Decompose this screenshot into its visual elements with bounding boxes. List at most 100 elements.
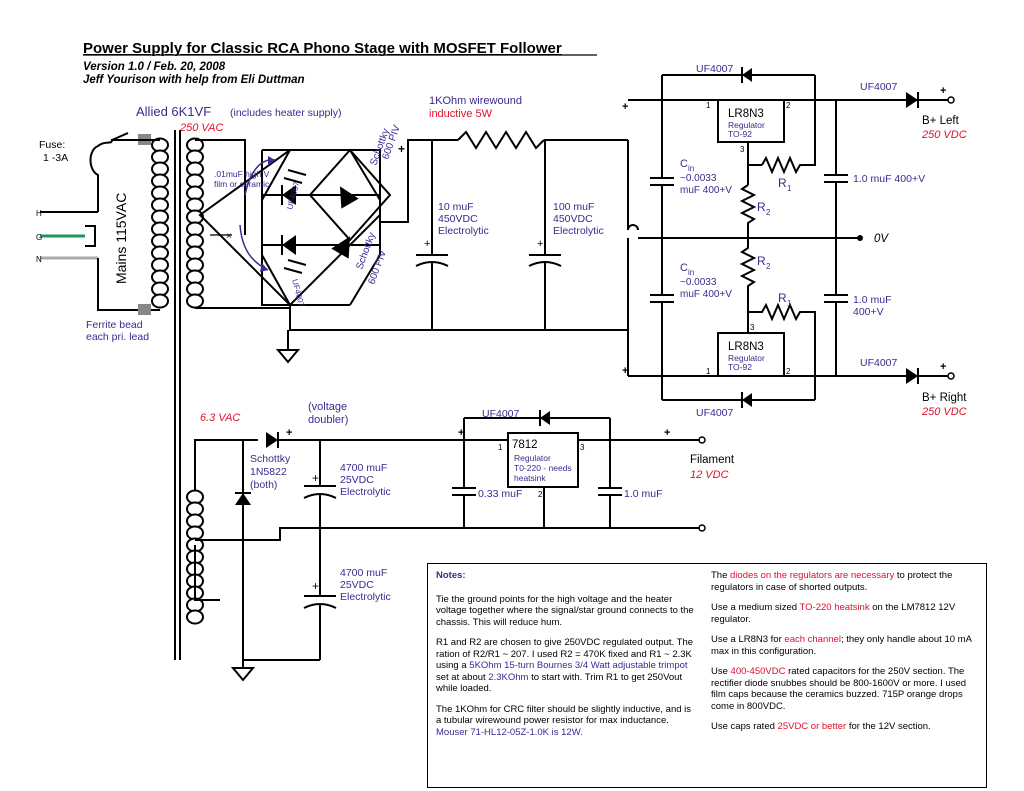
notes-heading: Notes: (436, 570, 466, 581)
crc-resistor-rating: inductive 5W (429, 108, 493, 120)
b-plus-right-voltage: 250 VDC (921, 406, 967, 418)
filament-uf-label: UF4007 (482, 408, 520, 420)
doubler-schottky-label: Schottky (250, 453, 291, 465)
svg-text:3: 3 (750, 323, 755, 332)
lower-regulator-name: LR8N3 (728, 341, 764, 353)
svg-text:×: × (226, 231, 232, 242)
doubler-note-2: doubler) (308, 414, 348, 426)
note-crc: The 1KOhm for CRC filter should be sligh… (436, 703, 692, 738)
hv-ac-label: 250 VAC (179, 122, 223, 134)
ferrite-note-2: each pri. lead (86, 331, 149, 343)
notes-box: Notes: Tie the ground points for the hig… (427, 563, 987, 788)
snubber-cap-top (283, 169, 307, 184)
upper-regulator-package: TO-92 (728, 129, 752, 139)
svg-text:2: 2 (538, 490, 543, 499)
doubler-note-1: (voltage (308, 401, 347, 413)
svg-text:+: + (312, 471, 319, 485)
lower-output-cap-rating: 400+V (853, 306, 884, 318)
author-text: Jeff Yourison with help from Eli Duttman (83, 74, 305, 86)
svg-text:+: + (664, 427, 670, 439)
doubler-cap2-value: 4700 muF (340, 567, 387, 579)
bridge-uf-bottom-label: UF4007 (290, 278, 306, 308)
lower-cin-rating: muF 400+V (680, 289, 732, 300)
doubler-cap2-type: Electrolytic (340, 591, 391, 603)
filament-output-voltage: 12 VDC (690, 469, 729, 481)
7812-heatsink: heatsink (514, 473, 546, 483)
svg-text:3: 3 (740, 145, 745, 154)
7812-package: T0-220 - needs (514, 463, 572, 473)
lv-ac-label: 6.3 VAC (200, 412, 240, 424)
doubler-cap1-type: Electrolytic (340, 486, 391, 498)
page-title: Power Supply for Classic RCA Phono Stage… (83, 40, 562, 57)
upper-protection-diode (661, 67, 816, 100)
svg-text:in: in (688, 268, 694, 277)
svg-text:+: + (537, 238, 543, 250)
svg-text:2: 2 (786, 367, 791, 376)
7812-regulator (507, 432, 579, 488)
transformer-note: (includes heater supply) (230, 107, 341, 119)
b-plus-left-voltage: 250 VDC (921, 129, 967, 141)
lower-regulator-package: TO-92 (728, 362, 752, 372)
svg-text:2: 2 (766, 208, 771, 217)
doubler-cap2-voltage: 25VDC (340, 579, 374, 591)
lower-r2-label: R (757, 254, 766, 268)
snubber-note-1: .01muF high V (214, 169, 270, 179)
note-heatsink: Use a medium sized TO-220 heatsink on th… (711, 602, 956, 625)
doubler-schottky-part: 1N5822 (250, 466, 287, 478)
fuse-symbol (89, 139, 128, 212)
schottky-doubler-diode-top (266, 432, 278, 448)
upper-r1-label: R (778, 176, 787, 190)
filament-protection-diode (463, 410, 611, 440)
lower-protection-diode (661, 376, 816, 408)
note-capacitors-lv: Use caps rated 25VDC or better for the 1… (711, 721, 931, 732)
bridge-diode-lower-left (262, 235, 320, 255)
svg-text:1: 1 (787, 184, 792, 193)
mains-hot-label: H (36, 209, 42, 218)
right-output-uf-label: UF4007 (860, 357, 898, 369)
ferrite-note-1: Ferrite bead (86, 319, 143, 331)
cap-100uf-voltage: 450VDC (553, 213, 593, 225)
ferrite-bead-bottom (138, 304, 151, 315)
lower-output-cap-value: 1.0 muF (853, 294, 892, 306)
b-plus-right-label: B+ Right (922, 392, 967, 404)
svg-text:in: in (688, 164, 694, 173)
upper-regulator (717, 99, 785, 143)
svg-text:2: 2 (766, 262, 771, 271)
lower-cin-label: C (680, 262, 688, 274)
upper-regulator-type: Regulator (728, 120, 765, 130)
bridge-diode-lower-right (320, 236, 380, 259)
upper-cin-label: C (680, 158, 688, 170)
lower-uf-label: UF4007 (696, 407, 734, 419)
mains-neutral-label: N (36, 255, 42, 264)
crc-resistor (457, 130, 545, 150)
filament-output-label: Filament (690, 454, 735, 466)
upper-output-cap-label: 1.0 muF 400+V (853, 173, 925, 185)
doubler-cap1-voltage: 25VDC (340, 474, 374, 486)
upper-cin-rating: muF 400+V (680, 185, 732, 196)
svg-text:1: 1 (498, 443, 503, 452)
mains-ground-label: G (36, 233, 42, 242)
svg-text:+: + (424, 238, 430, 250)
note-resistors: R1 and R2 are chosen to give 250VDC regu… (436, 637, 694, 694)
svg-text:2: 2 (786, 101, 791, 110)
svg-text:+: + (622, 101, 628, 113)
fuse-rating: 1 -3A (43, 152, 68, 164)
lower-r1-label: R (778, 291, 787, 305)
svg-text:3: 3 (580, 443, 585, 452)
svg-text:+: + (458, 427, 464, 439)
cap-100uf-type: Electrolytic (553, 225, 604, 237)
svg-text:+: + (940, 85, 946, 97)
svg-text:1: 1 (787, 299, 792, 308)
transformer-name: Allied 6K1VF (136, 104, 211, 119)
lower-regulator-type: Regulator (728, 353, 765, 363)
note-capacitors-hv: Use 400-450VDC rated capacitors for the … (711, 666, 967, 712)
lower-regulator (717, 332, 785, 377)
upper-regulator-name: LR8N3 (728, 108, 764, 120)
upper-r2-resistor (739, 184, 757, 238)
svg-text:1: 1 (706, 101, 711, 110)
zero-volt-label: 0V (874, 233, 889, 245)
left-output-uf-label: UF4007 (860, 81, 898, 93)
svg-text:+: + (286, 427, 292, 439)
svg-text:+: + (940, 361, 946, 373)
